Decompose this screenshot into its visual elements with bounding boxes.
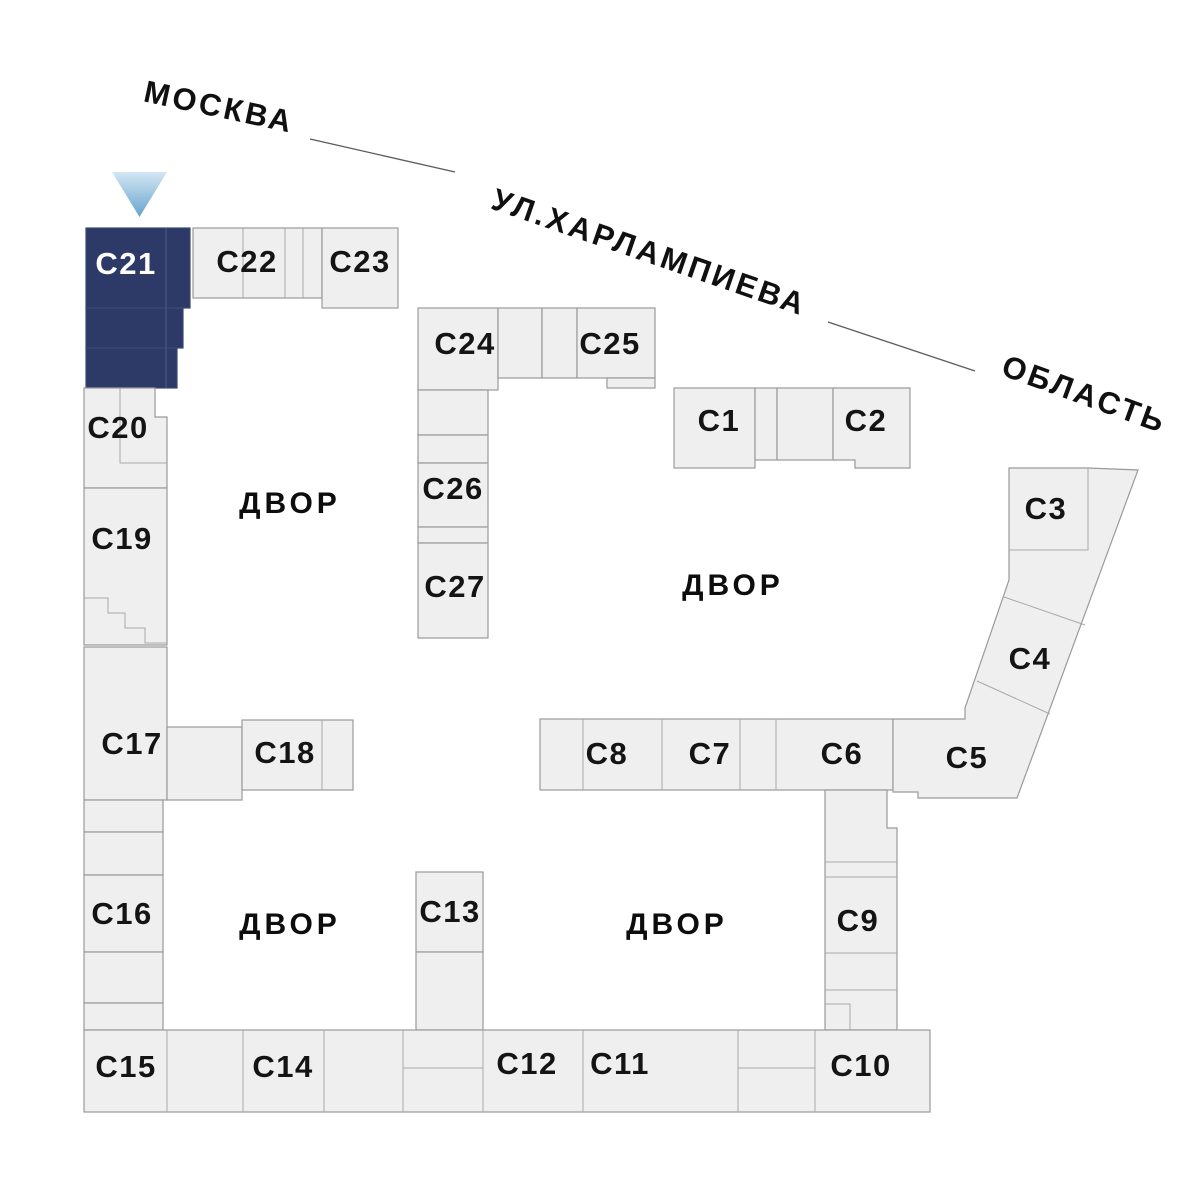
block-label-c24: C24	[434, 326, 495, 361]
block-label-c6: C6	[821, 736, 864, 771]
block-strip-segment[interactable]	[83, 1002, 164, 1031]
building-west-strip: C20 C19 C17 C16	[83, 387, 243, 1031]
c4-divider-north	[1003, 596, 1086, 626]
block-c21[interactable]	[85, 227, 191, 309]
block-label-c8: C8	[586, 736, 629, 771]
block-east-wing[interactable]	[892, 467, 1139, 799]
courtyard-labels: ДВОР ДВОР ДВОР ДВОР	[239, 487, 784, 941]
block-c1[interactable]	[673, 387, 756, 469]
block-c1-annex[interactable]	[754, 387, 778, 461]
block-label-c27: C27	[424, 569, 485, 604]
street-line-west	[309, 138, 456, 173]
building-c8-c6-c9: C8 C7 C6 C9	[539, 718, 898, 1031]
block-c13[interactable]	[415, 871, 484, 953]
street-label-oblast: ОБЛАСТЬ	[997, 348, 1171, 440]
street-label-moscow: МОСКВА	[141, 74, 297, 140]
courtyard-label-southeast: ДВОР	[626, 908, 728, 941]
block-c17[interactable]	[83, 646, 168, 801]
block-strip-segment[interactable]	[83, 831, 164, 876]
c19-stair-line	[84, 597, 167, 644]
block-label-c17: C17	[101, 726, 162, 761]
block-c16[interactable]	[83, 874, 164, 953]
building-c21-highlighted: C21	[85, 172, 191, 389]
block-label-c2: C2	[845, 403, 888, 438]
block-c27[interactable]	[417, 542, 489, 639]
building-c24-c27: C24 C25 C26 C27	[417, 307, 656, 639]
c4-divider-south	[976, 680, 1051, 715]
block-label-c13: C13	[419, 894, 480, 929]
block-c21-section-3[interactable]	[85, 347, 178, 389]
block-c17-arm[interactable]	[166, 726, 243, 801]
block-c13-segment[interactable]	[415, 951, 484, 1031]
block-c23[interactable]	[321, 227, 399, 309]
block-label-c25: C25	[579, 326, 640, 361]
block-strip-segment[interactable]	[417, 389, 489, 436]
block-c2[interactable]	[832, 387, 911, 469]
block-label-c4: C4	[1009, 641, 1052, 676]
block-label-c11: C11	[590, 1046, 650, 1081]
block-label-c21: C21	[95, 246, 156, 281]
c9-inner-line	[825, 1003, 851, 1030]
block-label-c20: C20	[87, 410, 148, 445]
block-strip-segment[interactable]	[417, 526, 489, 544]
block-c19[interactable]	[83, 487, 168, 646]
building-c22-c23: C22 C23	[192, 227, 399, 309]
building-c1-c2: C1 C2	[673, 387, 911, 469]
block-label-c5: C5	[946, 740, 989, 775]
block-label-c1: C1	[698, 403, 741, 438]
block-label-c16: C16	[91, 896, 152, 931]
block-strip-segment[interactable]	[83, 799, 164, 833]
block-c2-annex[interactable]	[776, 387, 834, 461]
block-label-c22: C22	[216, 244, 277, 279]
building-c18: C18	[241, 719, 354, 791]
block-c21-section-2[interactable]	[85, 307, 184, 349]
courtyard-label-southwest: ДВОР	[239, 908, 341, 941]
location-arrow-icon	[112, 172, 167, 217]
block-c24[interactable]	[417, 307, 499, 391]
block-label-c18: C18	[254, 735, 315, 770]
block-label-c9: C9	[837, 903, 880, 938]
block-label-c23: C23	[329, 244, 390, 279]
block-label-c7: C7	[689, 736, 732, 771]
street-line-east	[827, 321, 976, 372]
block-strip-segment[interactable]	[417, 434, 489, 464]
c20-inner-line	[119, 388, 167, 464]
block-strip-segment[interactable]	[83, 951, 164, 1004]
block-row-south[interactable]	[83, 1029, 931, 1113]
building-south-row: C15 C14 C13 C12 C11 C10	[83, 871, 931, 1113]
block-c25-step[interactable]	[606, 377, 656, 389]
street-label-name: УЛ.ХАРЛАМПИЕВА	[487, 182, 811, 323]
block-c18[interactable]	[241, 719, 354, 791]
block-c24-annex[interactable]	[497, 307, 543, 379]
block-c25-annex[interactable]	[541, 307, 578, 379]
block-label-c26: C26	[422, 471, 483, 506]
building-c3-c4-c5: C3 C4 C5	[892, 467, 1139, 799]
c3-divider	[1009, 468, 1089, 551]
block-label-c15: C15	[95, 1049, 156, 1084]
courtyard-label-northeast: ДВОР	[682, 569, 784, 602]
block-c22[interactable]	[192, 227, 323, 299]
block-label-c19: C19	[91, 521, 152, 556]
block-label-c10: C10	[830, 1048, 891, 1083]
block-label-c14: C14	[252, 1049, 313, 1084]
block-label-c12: C12	[496, 1046, 557, 1081]
courtyard-label-northwest: ДВОР	[239, 487, 341, 520]
block-label-c3: C3	[1025, 491, 1068, 526]
